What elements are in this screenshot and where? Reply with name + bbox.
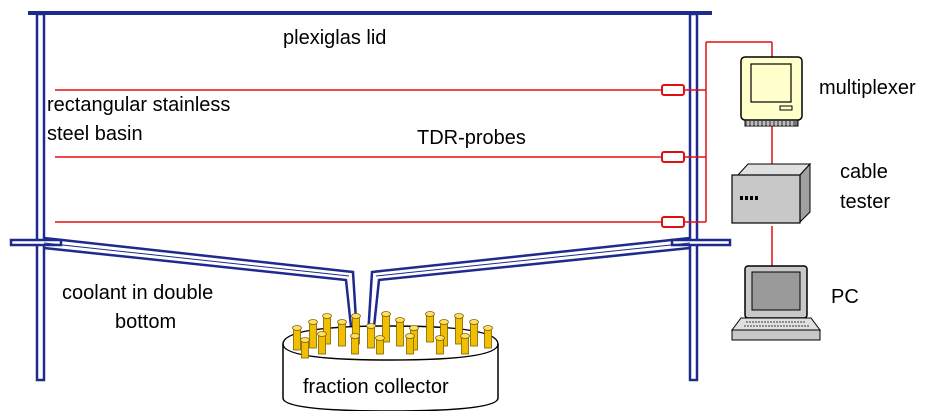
coolant-label-line2: bottom — [115, 311, 176, 333]
vial-cap — [395, 317, 405, 323]
vial-cap — [366, 323, 376, 329]
vial — [367, 325, 375, 349]
probe-head-3 — [661, 216, 685, 228]
vial-cap — [337, 319, 347, 325]
vial-cap — [439, 319, 449, 325]
tester-label-line1: cable — [840, 161, 888, 183]
multiplexer-label: multiplexer — [819, 77, 916, 99]
instrument-box-icon — [731, 162, 812, 224]
vial-cap — [300, 337, 310, 343]
vial — [293, 327, 301, 351]
basin-label-line1: rectangular stainless — [47, 94, 230, 116]
computer-monitor-icon — [740, 56, 803, 127]
vial-cap — [405, 333, 415, 339]
probe-head-1 — [661, 84, 685, 96]
probes-label: TDR-probes — [417, 127, 526, 149]
vial — [318, 333, 326, 355]
basin-label-line2: steel basin — [47, 123, 143, 145]
right-flange — [670, 238, 732, 247]
vial-cap — [308, 319, 318, 325]
vials — [292, 311, 493, 359]
right-wall — [688, 12, 699, 382]
vial — [338, 321, 346, 347]
vial-cap — [454, 313, 464, 319]
vial-cap — [350, 333, 360, 339]
vial — [470, 321, 478, 347]
basin — [9, 11, 732, 382]
vial-cap — [460, 333, 470, 339]
vial-cap — [425, 311, 435, 317]
double-bottom-inner-right — [375, 242, 691, 277]
left-flange — [9, 238, 63, 247]
lid-label: plexiglas lid — [283, 27, 386, 49]
personal-computer-icon — [731, 265, 821, 341]
wiring — [684, 41, 773, 268]
vial-cap — [317, 331, 327, 337]
vial — [484, 327, 492, 349]
vial-cap — [375, 335, 385, 341]
collector-label: fraction collector — [303, 376, 449, 398]
tdr-probes — [55, 84, 685, 228]
vial-cap — [351, 313, 361, 319]
left-wall — [35, 12, 46, 382]
vial — [309, 321, 317, 349]
vial — [396, 319, 404, 347]
vial-cap — [409, 325, 419, 331]
vial-cap — [381, 311, 391, 317]
vial-cap — [469, 319, 479, 325]
vial-cap — [435, 335, 445, 341]
vial — [426, 313, 434, 343]
vial-cap — [292, 325, 302, 331]
probe-head-2 — [661, 151, 685, 163]
vial-cap — [483, 325, 493, 331]
fraction-collector — [282, 311, 499, 411]
double-bottom-inner-left — [43, 242, 350, 277]
pc-label: PC — [831, 286, 859, 308]
coolant-label-line1: coolant in double — [62, 282, 213, 304]
double-bottom-right — [366, 236, 691, 337]
tester-label-line2: tester — [840, 191, 890, 213]
vial-cap — [322, 313, 332, 319]
